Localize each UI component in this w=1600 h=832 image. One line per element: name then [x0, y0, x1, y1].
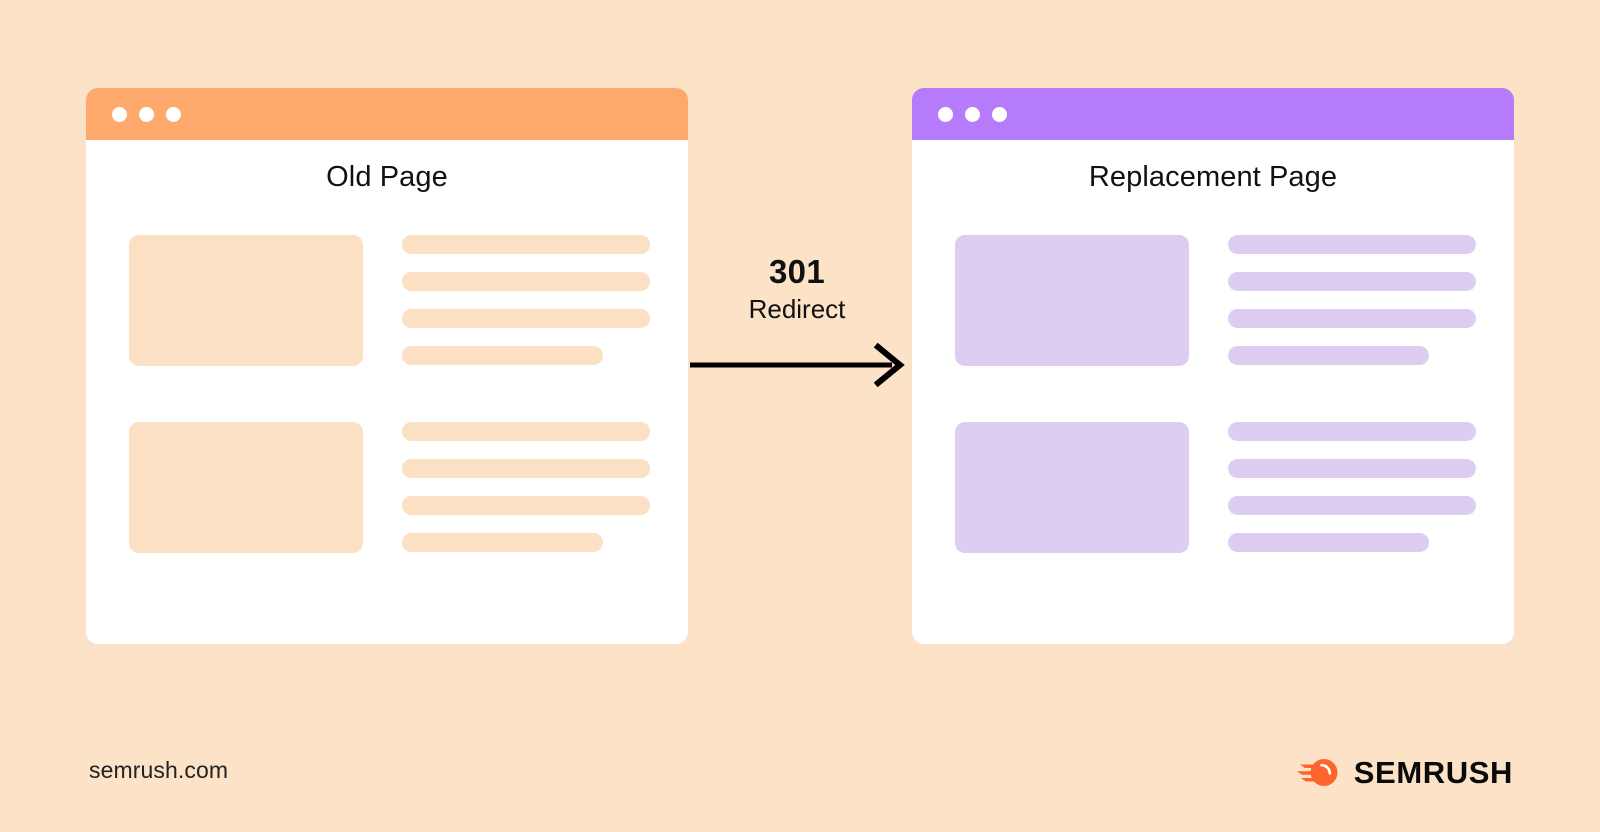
redirect-arrow-icon: [690, 342, 905, 388]
window-dot-minimize-icon[interactable]: [965, 106, 980, 122]
text-line: [1228, 309, 1476, 328]
window-dot-close-icon[interactable]: [938, 106, 953, 122]
semrush-wordmark: SEMRUSH: [1353, 754, 1513, 790]
page-title-replacement-page: Replacement Page: [1088, 161, 1338, 193]
text-line: [402, 533, 603, 552]
text-line: [1228, 422, 1476, 441]
content-block: [955, 235, 1476, 366]
window-dot-maximize-icon[interactable]: [166, 106, 181, 122]
text-line: [1228, 346, 1429, 365]
content-block: [955, 422, 1476, 553]
text-line-group: [1228, 422, 1476, 552]
text-line-group: [402, 235, 650, 365]
text-line: [1228, 272, 1476, 291]
redirect-status-code: 301: [769, 253, 825, 290]
image-placeholder: [955, 422, 1189, 553]
browser-window-old-page: Old Page: [86, 88, 688, 644]
content-block: [129, 422, 650, 553]
text-line: [402, 459, 650, 478]
text-line: [1228, 496, 1476, 515]
text-line: [402, 422, 650, 441]
text-line: [1228, 235, 1476, 254]
browser-window-replacement-page: Replacement Page: [912, 88, 1514, 644]
text-line: [402, 496, 650, 515]
window-titlebar-old-page: [86, 88, 688, 140]
text-line: [402, 272, 650, 291]
image-placeholder: [129, 235, 363, 366]
redirect-label-text: Redirect: [748, 294, 846, 325]
redirect-label-group: 301 Redirect: [690, 252, 904, 325]
window-dot-minimize-icon[interactable]: [139, 106, 154, 122]
window-titlebar-replacement-page: [912, 88, 1514, 140]
window-dot-close-icon[interactable]: [112, 106, 127, 122]
window-dot-maximize-icon[interactable]: [992, 106, 1007, 122]
text-line: [1228, 533, 1429, 552]
page-title-old-page: Old Page: [326, 161, 448, 193]
text-line-group: [1228, 235, 1476, 365]
footer-url-text: semrush.com: [89, 757, 229, 783]
text-line-group: [402, 422, 650, 552]
image-placeholder: [955, 235, 1189, 366]
text-line: [1228, 459, 1476, 478]
content-block: [129, 235, 650, 366]
text-line: [402, 235, 650, 254]
semrush-logo: SEMRUSH: [1296, 752, 1513, 792]
image-placeholder: [129, 422, 363, 553]
text-line: [402, 309, 650, 328]
text-line: [402, 346, 603, 365]
semrush-comet-icon: [1296, 759, 1338, 786]
